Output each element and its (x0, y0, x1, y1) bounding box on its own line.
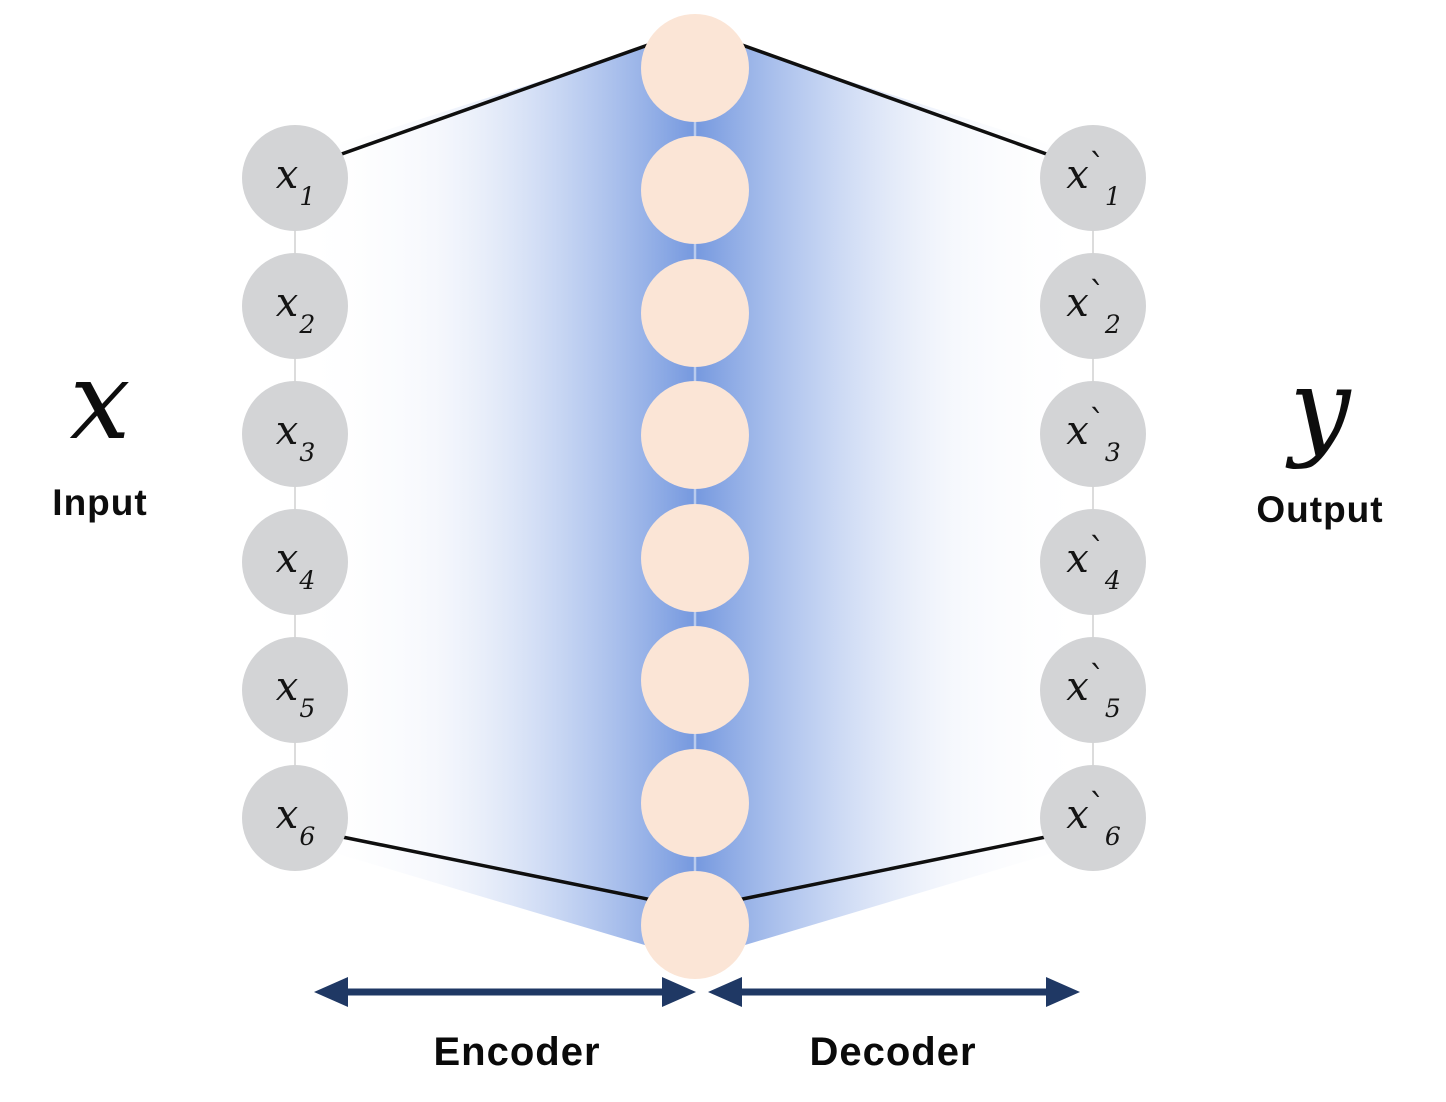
node-label-base: x (275, 792, 299, 838)
node-label-sub: 1 (299, 182, 316, 211)
node-label-base: x (275, 280, 299, 326)
node-label-sub: 2 (299, 310, 316, 339)
node-label-sub: 6 (299, 822, 316, 851)
node-label-sub: 5 (1104, 694, 1121, 723)
output-node-label: x`4 (1066, 534, 1120, 593)
output-node-x6: x`6 (1040, 765, 1146, 871)
node-label-prime: ` (1088, 787, 1106, 827)
node-label-sub: 2 (1104, 310, 1121, 339)
encoder-funnel (298, 32, 695, 960)
node-label-prime: ` (1088, 275, 1106, 315)
output-node-label: x`5 (1066, 662, 1120, 721)
connector-bottom-right (727, 828, 1081, 904)
node-label-base: x (1066, 536, 1089, 582)
input-symbol: x (69, 339, 131, 464)
input-node-label: x1 (275, 152, 315, 209)
node-label-prime: ` (1088, 147, 1106, 187)
node-label-base: x (275, 152, 299, 198)
decoder-label: Decoder (809, 1030, 977, 1074)
node-label-prime: ` (1088, 659, 1106, 699)
node-label-base: x (1066, 792, 1089, 838)
output-symbol: y (1289, 346, 1351, 471)
node-label-sub: 5 (299, 694, 316, 723)
node-label-base: x (275, 664, 299, 710)
input-node-x2: x2 (242, 253, 348, 359)
node-label-sub: 4 (1104, 566, 1121, 595)
input-node-label: x5 (275, 664, 315, 721)
output-node-label: x`1 (1066, 150, 1120, 209)
node-label-base: x (275, 408, 299, 454)
output-node-x1: x`1 (1040, 125, 1146, 231)
node-label-sub: 3 (299, 438, 316, 467)
node-label-sub: 4 (299, 566, 316, 595)
node-label-base: x (1066, 408, 1089, 454)
connector-bottom-left (307, 828, 663, 904)
input-node-label: x3 (275, 408, 315, 465)
input-node-x3: x3 (242, 381, 348, 487)
output-node-label: x`3 (1066, 406, 1120, 465)
output-symbol-group: y Output (1240, 355, 1400, 531)
decoder-arrow (708, 977, 1080, 1007)
input-node-x6: x6 (242, 765, 348, 871)
input-caption: Input (52, 482, 148, 523)
input-node-label: x6 (275, 792, 315, 849)
node-label-base: x (1066, 280, 1089, 326)
encoder-label: Encoder (433, 1030, 601, 1074)
node-label-prime: ` (1088, 403, 1106, 443)
hidden-node-1 (641, 14, 749, 122)
input-node-x4: x4 (242, 509, 348, 615)
hidden-node-6 (641, 626, 749, 734)
hidden-node-8 (641, 871, 749, 979)
output-node-x2: x`2 (1040, 253, 1146, 359)
node-label-sub: 3 (1104, 438, 1121, 467)
output-node-label: x`2 (1066, 278, 1120, 337)
hidden-node-7 (641, 749, 749, 857)
hidden-node-3 (641, 259, 749, 367)
node-label-sub: 6 (1104, 822, 1121, 851)
decoder-funnel (695, 32, 1090, 960)
input-symbol-group: x Input (25, 348, 175, 524)
hidden-node-2 (641, 136, 749, 244)
hidden-node-4 (641, 381, 749, 489)
output-node-x3: x`3 (1040, 381, 1146, 487)
output-node-x5: x`5 (1040, 637, 1146, 743)
node-label-base: x (275, 536, 299, 582)
node-label-base: x (1066, 152, 1089, 198)
input-node-label: x4 (275, 536, 315, 593)
node-label-sub: 1 (1104, 182, 1121, 211)
output-node-x4: x`4 (1040, 509, 1146, 615)
hidden-node-5 (641, 504, 749, 612)
encoder-arrow (314, 977, 696, 1007)
output-node-label: x`6 (1066, 790, 1120, 849)
input-node-label: x2 (275, 280, 315, 337)
node-label-base: x (1066, 664, 1089, 710)
output-caption: Output (1256, 489, 1384, 530)
input-node-x1: x1 (242, 125, 348, 231)
connector-top-left (307, 38, 663, 168)
node-label-prime: ` (1088, 531, 1106, 571)
connector-top-right (727, 38, 1081, 168)
input-node-x5: x5 (242, 637, 348, 743)
